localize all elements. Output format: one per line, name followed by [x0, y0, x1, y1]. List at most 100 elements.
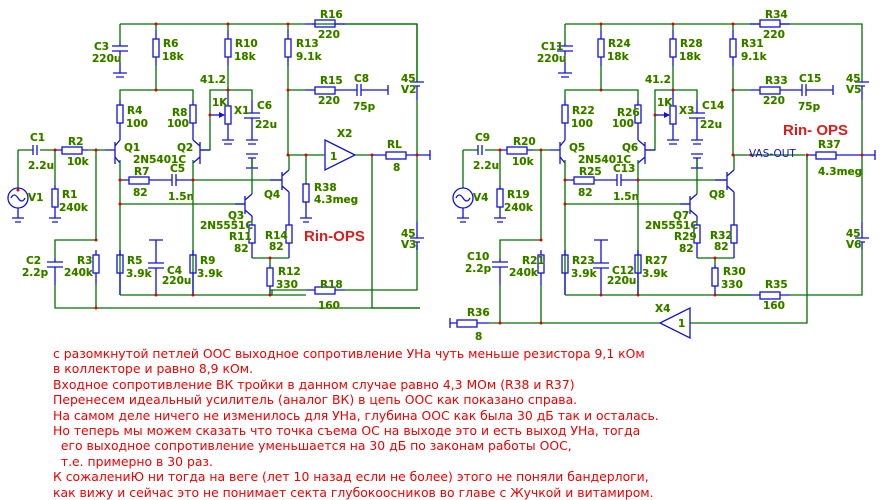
- commentary-line: его выходное сопротивление уменьшается н…: [53, 438, 572, 454]
- resistor-R15: [314, 86, 336, 95]
- label-V1: V1: [28, 192, 43, 204]
- label-R38: R38: [314, 182, 337, 194]
- gain-X4: 1: [678, 318, 685, 330]
- label-C15: C15: [799, 73, 821, 85]
- value-R13: 9.1k: [296, 51, 323, 63]
- label-R19: R19: [507, 189, 530, 201]
- resistor-R11: [248, 224, 256, 244]
- value-R6: 18k: [162, 51, 185, 63]
- resistor-R20: [506, 146, 528, 155]
- label-C9: C9: [475, 132, 490, 144]
- resistor-R19: [496, 188, 504, 208]
- commentary-line: с разомкнутой петлей ООС выходное сопрот…: [53, 346, 645, 361]
- value-R22: 100: [571, 118, 593, 130]
- resistor-R6: [152, 38, 160, 58]
- value-X3: 1K: [657, 97, 673, 109]
- resistor-R34: [759, 19, 781, 28]
- label-C12: C12: [612, 265, 634, 277]
- commentary-line: На самом деле ничего не изменилось для У…: [53, 407, 659, 423]
- label-Q6: Q6: [622, 142, 638, 154]
- value-C6: 22u: [255, 119, 277, 131]
- label-V6: V6: [846, 239, 861, 251]
- value-C4: 220u: [162, 275, 191, 287]
- battery-V5: [855, 81, 869, 100]
- value-R16: 220: [318, 29, 340, 41]
- label-X3: X3: [679, 105, 694, 117]
- label-R4: R4: [127, 105, 142, 117]
- label-R6: R6: [163, 38, 178, 50]
- value-R1: 240k: [59, 202, 89, 214]
- battery-V2: [410, 81, 424, 100]
- value-C12: 220u: [607, 275, 636, 287]
- label-R11: R11: [229, 231, 252, 243]
- value-C13: 1.5n: [613, 191, 639, 203]
- capacitor-C14: [689, 100, 705, 145]
- label-R26: R26: [617, 107, 640, 119]
- value-R14: 82: [269, 241, 284, 253]
- value-R35: 160: [763, 300, 785, 312]
- gain-X2: 1: [330, 151, 337, 163]
- transistor-Q4: [270, 169, 290, 193]
- label-R9: R9: [200, 255, 215, 267]
- capacitor-C10: [492, 258, 508, 285]
- value-R23: 3.9k: [571, 268, 598, 280]
- label-R37: R37: [818, 139, 841, 151]
- value-RL: 8: [393, 162, 400, 174]
- value-C8: 75p: [353, 101, 376, 113]
- transistor-Q2: [192, 139, 210, 164]
- value-R3: 240k: [64, 267, 94, 279]
- value-R33: 220: [763, 95, 785, 107]
- capacitor-C2: [47, 258, 63, 285]
- label-C2: C2: [26, 255, 41, 267]
- junction-dots: [498, 22, 864, 325]
- commentary-line: К сожалениЮ ни тогда на веге (лет 10 наз…: [53, 469, 649, 485]
- resistor-R7: [128, 176, 150, 185]
- label-C10: C10: [467, 251, 489, 263]
- label-R13: R13: [296, 38, 319, 50]
- value-X1: 1K: [212, 97, 228, 109]
- label-V3: V3: [401, 239, 416, 251]
- resistor-R13: [284, 38, 292, 58]
- label-X4: X4: [655, 303, 670, 315]
- value-C15: 75p: [798, 101, 821, 113]
- transistor-Q8: [715, 169, 735, 193]
- transistor-Q6: [637, 139, 655, 164]
- value-R24: 18k: [607, 51, 630, 63]
- label-R12: R12: [278, 266, 301, 278]
- value-C11: 220u: [537, 53, 566, 65]
- label-Q7: Q7: [673, 210, 689, 222]
- label-Q5: Q5: [569, 142, 585, 154]
- label-V2: V2: [401, 84, 416, 96]
- battery-V6: [855, 222, 869, 250]
- resistor-R9: [189, 254, 197, 274]
- label-C8: C8: [354, 73, 369, 85]
- label-C11: C11: [541, 41, 563, 53]
- value-V2: 45: [401, 73, 416, 85]
- label-C3: C3: [94, 41, 109, 53]
- label-Q2: Q2: [177, 142, 193, 154]
- junction-dots: [16, 22, 419, 310]
- resistor-R5: [116, 254, 124, 274]
- resistor-R32: [730, 224, 738, 244]
- resistor-R10: [224, 38, 232, 58]
- annotation-rin-ops: Rin- OPS: [783, 122, 848, 139]
- label-R21: R21: [522, 255, 545, 267]
- right-circuit: C11 220u R24 18k R28 18k R31 9.1k R34 22…: [449, 9, 876, 343]
- label-R23: R23: [572, 255, 595, 267]
- value-R27: 3.9k: [642, 268, 669, 280]
- resistor-R29: [693, 224, 701, 244]
- value-R8: 100: [167, 118, 189, 130]
- label-Q1: Q1: [124, 142, 140, 154]
- left-circuit: C3 220u R6 18k R10 18k R13 9.1k R16 220 …: [7, 9, 431, 312]
- node-voltage: 41.2: [200, 74, 226, 86]
- label-C14: C14: [702, 100, 724, 112]
- resistor-R31: [729, 38, 737, 58]
- label-C5: C5: [170, 163, 185, 175]
- resistor-R25: [573, 176, 595, 185]
- label-Q8: Q8: [709, 189, 725, 201]
- resistor-R14: [285, 224, 293, 244]
- value-V3: 45: [401, 228, 416, 240]
- value-V6: 45: [846, 228, 861, 240]
- value-R32: 82: [714, 241, 729, 253]
- label-R2: R2: [68, 136, 83, 148]
